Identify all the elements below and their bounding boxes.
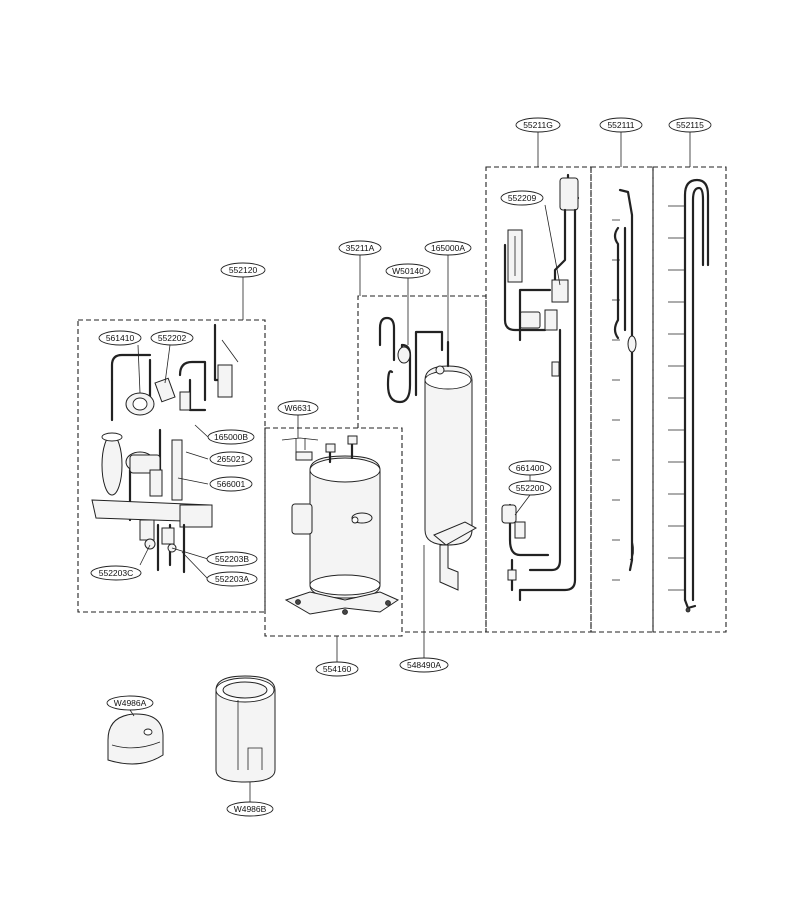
pipe-section-b [171, 439, 183, 501]
svg-text:552200: 552200 [516, 483, 545, 493]
callout-265021: 265021 [209, 451, 253, 467]
svg-text:265021: 265021 [217, 454, 246, 464]
callout-552200: 552200 [508, 480, 552, 496]
svg-text:566001: 566001 [217, 479, 246, 489]
svg-text:561410: 561410 [106, 333, 135, 343]
group-box-55211G [485, 166, 592, 633]
callout-165000B: 165000B [207, 429, 255, 445]
callout-561410: 561410 [98, 330, 142, 346]
terminal-cover [291, 503, 313, 535]
accumulator [101, 434, 123, 496]
svg-text:165000A: 165000A [431, 243, 465, 253]
sensor-harness-552111 [612, 188, 637, 581]
svg-text:W4986B: W4986B [234, 804, 267, 814]
service-valve-552203C [139, 519, 155, 541]
svg-text:W6631: W6631 [285, 403, 312, 413]
service-valve-552203B [161, 527, 175, 545]
callout-35211A: 35211A [338, 240, 382, 256]
svg-text:548490A: 548490A [407, 660, 441, 670]
svg-text:35211A: 35211A [346, 243, 375, 253]
compressor [281, 435, 400, 615]
callout-W50140: W50140 [385, 263, 431, 279]
callout-552202: 552202 [150, 330, 194, 346]
callout-552120: 552120 [220, 262, 266, 278]
callout-552203B: 552203B [206, 551, 258, 567]
cap-W4986A [107, 713, 164, 765]
callout-W4986A: W4986A [106, 695, 154, 711]
callouts: 552120 561410 552202 165000B 265021 5660… [90, 117, 712, 817]
svg-text:552209: 552209 [508, 193, 537, 203]
fitting-552202 [154, 377, 176, 403]
callout-552111: 552111 [599, 117, 643, 133]
svg-text:552203C: 552203C [99, 568, 134, 578]
valve-body-565 [217, 364, 233, 398]
bracket-plate [179, 504, 213, 528]
svg-text:W4986A: W4986A [114, 698, 147, 708]
svg-text:552111: 552111 [607, 120, 634, 130]
callout-552203A: 552203A [206, 571, 258, 587]
valve-pipe-assembly [91, 323, 239, 574]
svg-text:552120: 552120 [229, 265, 258, 275]
callout-548490A: 548490A [399, 657, 449, 673]
group-box-552115 [652, 166, 727, 633]
fitting-a [179, 391, 191, 411]
callout-W4986B: W4986B [226, 801, 274, 817]
svg-text:552203B: 552203B [215, 554, 249, 564]
svg-text:165000B: 165000B [214, 432, 248, 442]
callout-55211G: 55211G [515, 117, 561, 133]
svg-text:554160: 554160 [323, 664, 352, 674]
group-box-554160 [264, 427, 403, 637]
callout-W6631: W6631 [277, 400, 319, 416]
tank-bracket [433, 521, 478, 546]
callout-554160: 554160 [315, 661, 359, 677]
pipe-552115 [668, 178, 710, 613]
callout-661400: 661400 [508, 460, 552, 476]
jacket-W4986B [215, 675, 276, 783]
leader-lines [129, 132, 691, 802]
svg-text:552203A: 552203A [215, 574, 249, 584]
svg-text:552115: 552115 [676, 120, 704, 130]
sensor-661400 [501, 504, 517, 524]
svg-text:55211G: 55211G [523, 120, 553, 130]
svg-text:552202: 552202 [158, 333, 187, 343]
callout-165000A: 165000A [424, 240, 472, 256]
svg-text:W50140: W50140 [392, 266, 424, 276]
pipe-assembly-55211G [501, 173, 580, 602]
accumulator-assembly [378, 316, 478, 591]
callout-552209: 552209 [500, 190, 544, 206]
group-box-552111 [590, 166, 654, 633]
callout-566001: 566001 [209, 476, 253, 492]
callout-552203C: 552203C [90, 565, 142, 581]
accumulator-tank [424, 365, 473, 546]
callout-552115: 552115 [668, 117, 712, 133]
svg-text:661400: 661400 [516, 463, 545, 473]
compressor-base-plate [284, 591, 400, 615]
